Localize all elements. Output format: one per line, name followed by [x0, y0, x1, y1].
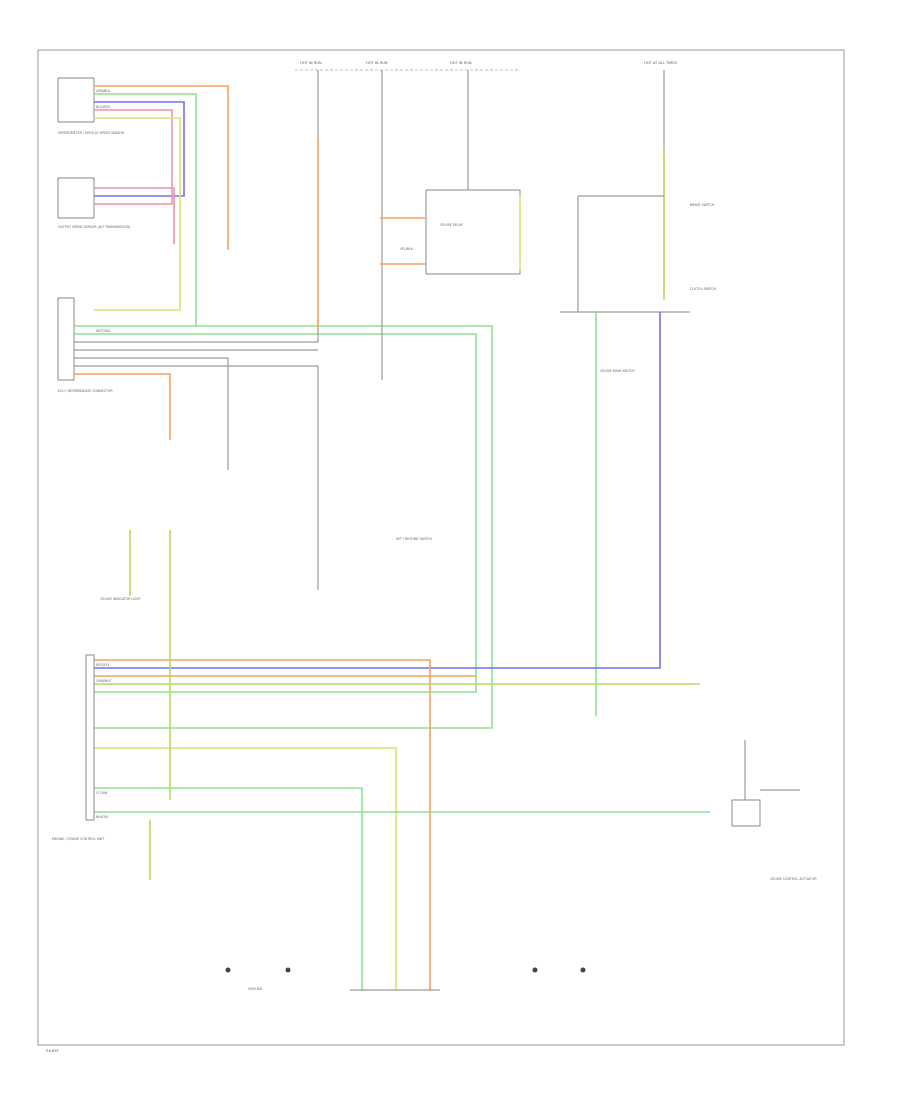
relay-label: CRUISE RELAY [440, 223, 463, 227]
ground-icon-2 [285, 967, 291, 973]
fuse-label-2: HOT IN RUN [366, 61, 388, 65]
wire-green-long [74, 325, 493, 729]
wire-label-5: ORN/WHT [96, 679, 112, 683]
fuse-label-4: HOT AT ALL TIMES [644, 61, 678, 65]
wire-pink-2 [94, 187, 175, 244]
actuator-box [731, 799, 761, 827]
set-resume-label: SET / RESUME SWITCH [396, 537, 433, 541]
wire-green-bus [94, 787, 363, 990]
ground-label: GROUND [248, 987, 263, 991]
indicator-label: CRUISE INDICATOR LIGHT [100, 597, 141, 601]
actuator-label: CRUISE CONTROL ACTUATOR [770, 877, 817, 881]
wire-yg-left [129, 530, 171, 800]
brake-switch-label: BRAKE SWITCH [690, 203, 715, 207]
wire-gray-4 [74, 365, 319, 590]
control-unit-box [85, 654, 95, 821]
clutch-switch-label: CLUTCH SWITCH [690, 287, 717, 291]
ground-icon-3 [532, 967, 538, 973]
wire-green-top [94, 93, 197, 326]
corner-tag: E##9F [46, 1049, 59, 1053]
wire-label-7: BLK/YEL [96, 815, 109, 819]
switch-frame [560, 195, 690, 313]
wire-label-8: RED/YEL [96, 663, 110, 667]
multi-connector-box [57, 297, 75, 381]
output-sensor-box [57, 177, 95, 219]
speedometer-box [57, 77, 95, 123]
multi-connector-label: ECU / INTERMEDIATE CONNECTOR [58, 389, 113, 393]
wire-label-6: LT GRN [96, 791, 108, 795]
wire-green-2 [74, 333, 477, 693]
fuse-label-3: HOT IN RUN [450, 61, 472, 65]
wire-label-4: WHT/BLK [96, 329, 112, 333]
output-sensor-label: OUTPUT SPEED SENSOR (A/T TRANSMISSION) [58, 225, 131, 229]
main-switch-label: CRUISE MAIN SWITCH [600, 369, 635, 373]
wire-gray-3 [74, 357, 229, 470]
wire-blue-right [94, 312, 661, 669]
relay-box [425, 189, 521, 275]
wire-label-1: YEL/BLK [400, 247, 414, 251]
wire-label-3: BLU/RED [96, 105, 110, 109]
wire-yellow-bus [94, 747, 397, 990]
wire-label-2: GRN/BLK [96, 89, 111, 93]
wire-orange-bus [94, 659, 431, 990]
fuse-drops [317, 70, 665, 150]
wire-yellow-top [94, 117, 181, 311]
wire-orange-2 [74, 373, 171, 440]
fuse-label-1: HOT IN RUN [300, 61, 322, 65]
ground-icon [225, 967, 231, 973]
wire-blue-top [94, 101, 185, 197]
ground-icon-4 [580, 967, 586, 973]
wire-orange-relay [380, 217, 426, 265]
wire-pink-top [94, 109, 173, 205]
actuator-leads [744, 740, 800, 800]
diagram-frame [37, 49, 845, 1046]
wire-orange-top [94, 85, 229, 250]
speedometer-label: SPEEDOMETER / VEHICLE SPEED SENSOR [58, 131, 125, 135]
control-unit-label: ENGINE / CRUISE CONTROL UNIT [52, 837, 104, 841]
